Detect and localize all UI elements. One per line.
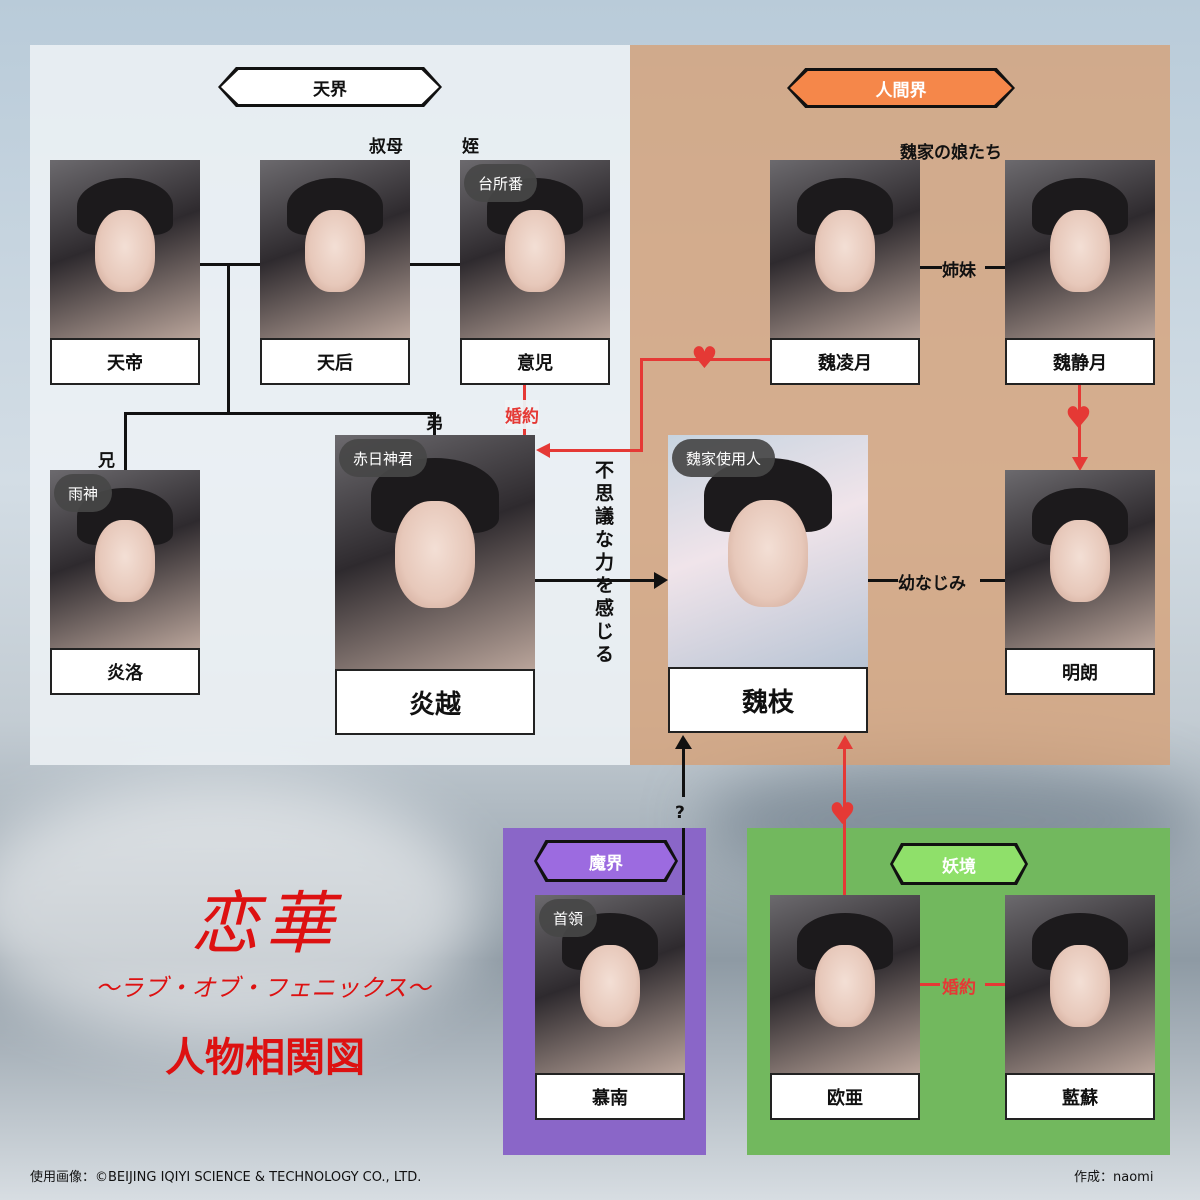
- tag-heaven: 天界: [218, 67, 442, 107]
- line-mystery-power: [535, 579, 660, 582]
- heart-icon: ♥: [829, 797, 856, 832]
- card-bonan[interactable]: 慕南 首領: [535, 895, 685, 1120]
- line-to-enraku: [124, 412, 127, 472]
- footer-credit: 使用画像：©BEIJING IQIYI SCIENCE & TECHNOLOGY…: [30, 1170, 422, 1185]
- name-enetsu: 炎越: [335, 669, 535, 735]
- line-tengo-iji: [410, 263, 462, 266]
- portrait-photo: [1005, 470, 1155, 648]
- label-sisters: 姉妹: [942, 261, 976, 281]
- line-to-enetsu: [433, 412, 436, 436]
- name-giryogetsu: 魏凌月: [770, 338, 920, 385]
- portrait-photo: [1005, 895, 1155, 1073]
- line-engagement-oua-right: [985, 983, 1005, 986]
- tag-demon-label: 魔界: [589, 853, 623, 874]
- portrait-photo: [770, 160, 920, 338]
- portrait-photo: [260, 160, 410, 338]
- card-gishi[interactable]: 魏枝 魏家使用人: [668, 435, 868, 733]
- name-tentei: 天帝: [50, 338, 200, 385]
- title-subtitle: 〜ラブ・オブ・フェニックス〜: [95, 974, 431, 1002]
- line-oua-gishi: [843, 748, 846, 898]
- card-iji[interactable]: 意児 台所番: [460, 160, 610, 385]
- label-mystery-power: 不思議な力を感じる: [592, 460, 614, 667]
- name-ransu: 藍蘇: [1005, 1073, 1155, 1120]
- label-question: ?: [675, 803, 685, 823]
- card-meiro[interactable]: 明朗: [1005, 470, 1155, 695]
- arrowhead-to-gishi: [654, 572, 668, 589]
- card-giseigetsu[interactable]: 魏静月: [1005, 160, 1155, 385]
- name-enraku: 炎洛: [50, 648, 200, 695]
- role-badge: 雨神: [54, 474, 113, 512]
- card-oua[interactable]: 欧亜: [770, 895, 920, 1120]
- role-badge: 首領: [539, 899, 598, 937]
- tag-monster: 妖境: [890, 843, 1028, 885]
- line-ryogetsu-left: [640, 358, 770, 361]
- card-tengo[interactable]: 天后: [260, 160, 410, 385]
- name-tengo: 天后: [260, 338, 410, 385]
- name-meiro: 明朗: [1005, 648, 1155, 695]
- footer-author: 作成：naomi: [1074, 1170, 1154, 1185]
- line-seigetsu-meiro: [1078, 385, 1081, 460]
- role-badge: 赤日神君: [339, 439, 428, 477]
- cloud-decoration: [0, 780, 480, 1040]
- line-to-enetsu-red: [548, 449, 643, 452]
- heart-icon: ♥: [1065, 401, 1092, 436]
- role-badge: 台所番: [464, 164, 538, 202]
- line-bonan-down: [682, 828, 685, 898]
- card-ransu[interactable]: 藍蘇: [1005, 895, 1155, 1120]
- line-ryogetsu-down: [640, 358, 643, 450]
- portrait-photo: [1005, 160, 1155, 338]
- line-childhood-left: [868, 579, 898, 582]
- line-sisters-left: [920, 266, 942, 269]
- card-tentei[interactable]: 天帝: [50, 160, 200, 385]
- card-giryogetsu[interactable]: 魏凌月: [770, 160, 920, 385]
- name-bonan: 慕南: [535, 1073, 685, 1120]
- label-older-brother: 兄: [98, 451, 115, 471]
- title-chart: 人物相関図: [165, 1035, 365, 1081]
- role-badge: 魏家使用人: [672, 439, 776, 477]
- name-oua: 欧亜: [770, 1073, 920, 1120]
- tag-human-label: 人間界: [875, 80, 927, 101]
- arrowhead-to-gishi-red: [837, 735, 853, 749]
- card-enetsu[interactable]: 炎越 赤日神君: [335, 435, 535, 735]
- heart-icon: ♥: [691, 341, 718, 376]
- line-tentei-tengo: [200, 263, 262, 266]
- name-gishi: 魏枝: [668, 667, 868, 733]
- name-giseigetsu: 魏静月: [1005, 338, 1155, 385]
- portrait-photo: [50, 160, 200, 338]
- line-engagement-oua-left: [920, 983, 940, 986]
- line-childhood-right: [980, 579, 1006, 582]
- line-children: [125, 412, 435, 415]
- label-engagement: 婚約: [505, 400, 539, 429]
- line-parents-down: [227, 263, 230, 415]
- label-engagement: 婚約: [942, 978, 976, 998]
- label-younger-brother: 弟: [426, 414, 443, 434]
- arrowhead-to-meiro: [1072, 457, 1088, 471]
- label-aunt: 叔母: [369, 137, 403, 157]
- label-wei-daughters: 魏家の娘たち: [900, 143, 1002, 163]
- tag-human: 人間界: [787, 68, 1015, 108]
- portrait-photo: [535, 895, 685, 1073]
- line-sisters-right: [985, 266, 1005, 269]
- label-childhood-friend: 幼なじみ: [898, 574, 966, 594]
- title-main: 恋華: [190, 885, 339, 964]
- tag-demon: 魔界: [534, 840, 678, 882]
- line-bonan-up: [682, 745, 685, 797]
- label-niece: 姪: [462, 137, 479, 157]
- tag-monster-label: 妖境: [942, 856, 976, 877]
- arrowhead-bonan-to-gishi: [675, 735, 692, 749]
- arrowhead-to-enetsu: [536, 443, 550, 458]
- portrait-photo: [770, 895, 920, 1073]
- card-enraku[interactable]: 炎洛 雨神: [50, 470, 200, 695]
- name-iji: 意児: [460, 338, 610, 385]
- tag-heaven-label: 天界: [313, 79, 347, 100]
